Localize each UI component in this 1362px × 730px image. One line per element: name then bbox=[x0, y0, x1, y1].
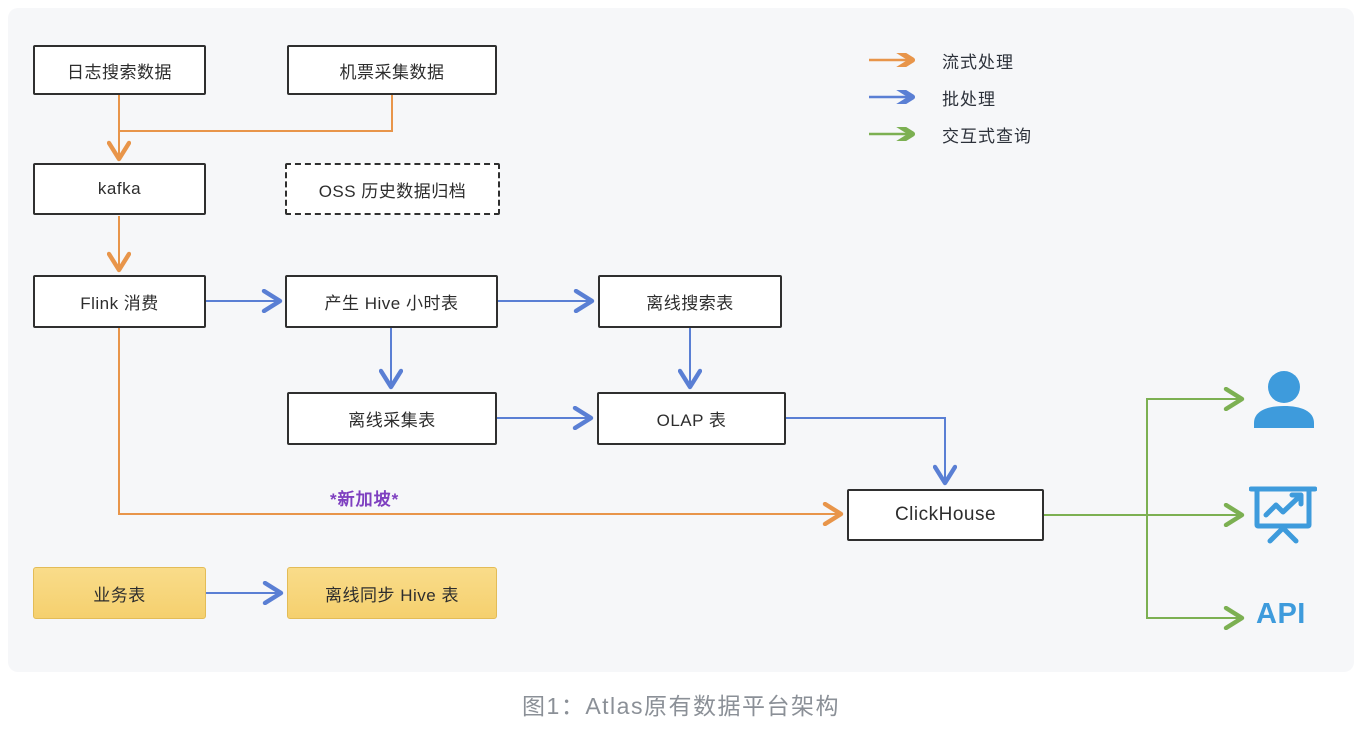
node-hive-hour-table: 产生 Hive 小时表 bbox=[285, 275, 498, 328]
legend-item-batch: 批处理 bbox=[868, 87, 996, 109]
node-offline-search-table: 离线搜索表 bbox=[598, 275, 782, 328]
node-offline-collect-table: 离线采集表 bbox=[287, 392, 497, 445]
node-flink-consume: Flink 消费 bbox=[33, 275, 206, 328]
singapore-annotation: *新加坡* bbox=[330, 490, 400, 509]
presentation-chart-icon bbox=[1249, 486, 1317, 544]
legend-item-interactive: 交互式查询 bbox=[868, 124, 1032, 146]
legend-label-interactive: 交互式查询 bbox=[942, 126, 1032, 146]
interactive-arrow-icon bbox=[869, 127, 916, 141]
legend-label-stream: 流式处理 bbox=[942, 52, 1014, 72]
node-clickhouse: ClickHouse bbox=[847, 489, 1044, 541]
user-icon bbox=[1254, 371, 1314, 428]
api-label: API bbox=[1256, 598, 1306, 630]
node-oss-archive: OSS 历史数据归档 bbox=[285, 163, 500, 215]
legend-item-stream: 流式处理 bbox=[868, 50, 1014, 72]
node-kafka: kafka bbox=[33, 163, 206, 215]
diagram-panel bbox=[8, 8, 1354, 672]
batch-arrow-icon bbox=[869, 90, 916, 104]
node-business-table: 业务表 bbox=[33, 567, 206, 619]
node-log-search-data: 日志搜索数据 bbox=[33, 45, 206, 95]
stream-arrow-icon bbox=[869, 53, 916, 67]
node-olap-table: OLAP 表 bbox=[597, 392, 786, 445]
node-ticket-collect-data: 机票采集数据 bbox=[287, 45, 497, 95]
legend-label-batch: 批处理 bbox=[942, 89, 996, 109]
figure-caption: 图1：Atlas原有数据平台架构 bbox=[522, 693, 840, 719]
node-offline-sync-hive-table: 离线同步 Hive 表 bbox=[287, 567, 497, 619]
